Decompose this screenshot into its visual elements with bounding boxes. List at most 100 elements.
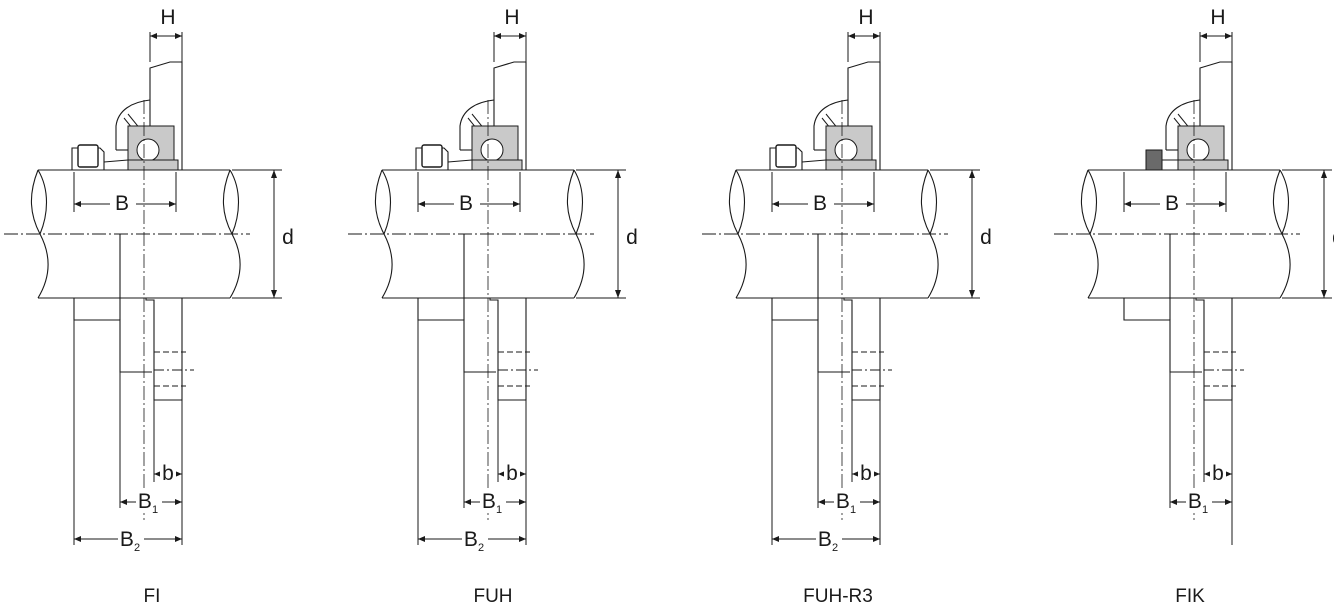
dim-d-arrow-top — [615, 170, 621, 178]
dim-B1-arrow-left — [1170, 499, 1177, 505]
dim-B-arrow-left — [74, 201, 81, 207]
dim-H-arrow-right — [873, 33, 880, 39]
dim-d-arrow-bottom — [615, 290, 621, 298]
dim-b-arrow-right — [175, 471, 182, 477]
dim-H-label: H — [858, 6, 873, 29]
dim-b-arrow-left — [498, 471, 505, 477]
dim-b-label-gap — [1210, 462, 1226, 482]
bearing-ball — [480, 138, 504, 162]
dim-b-label-gap — [504, 462, 520, 482]
set-screw-block — [77, 144, 99, 168]
bearing-ball — [1186, 138, 1210, 162]
shaft-right-break-inner — [573, 169, 583, 235]
dim-B2-label-gap — [816, 525, 842, 549]
housing-flange-top — [149, 61, 183, 170]
dim-B-arrow-left — [772, 201, 779, 207]
dim-d-arrow-top — [1321, 170, 1327, 178]
dim-B2-arrow-right — [519, 536, 526, 542]
housing-base-outline — [1123, 298, 1202, 373]
collar-taper — [801, 159, 827, 163]
bearing-ball — [834, 138, 858, 162]
dim-B1-label: B1 — [1188, 490, 1208, 516]
dim-B1-label: B1 — [482, 490, 502, 516]
dim-H-arrow-right — [1225, 33, 1232, 39]
dim-b-label: b — [162, 462, 174, 485]
dim-B-label: B — [1165, 192, 1179, 215]
dim-H-label: H — [504, 6, 519, 29]
housing-shoulder-top — [459, 99, 495, 150]
dim-b-label-gap — [160, 462, 176, 482]
bearing-ball — [136, 138, 160, 162]
shaft-right-break-inner — [927, 169, 937, 235]
housing-shoulder-top — [1165, 99, 1201, 150]
dim-B1-arrow-left — [818, 499, 825, 505]
dim-b-label-gap — [858, 462, 874, 482]
dim-B-label-gap — [1160, 190, 1186, 212]
dim-B1-label: B1 — [138, 490, 158, 516]
dim-b-label: b — [506, 462, 518, 485]
housing-flange-bottom — [843, 298, 881, 401]
unit-caption-fuh-r3: FUH-R3 — [803, 586, 873, 607]
dim-b-arrow-right — [1225, 471, 1232, 477]
unit-caption-fik: FIK — [1175, 586, 1205, 607]
housing-flange-top — [847, 61, 881, 170]
bearing-units-drawing: HBdbB1B2HBdbB1B2HBdbB1B2HBdbB1 — [4, 6, 1334, 554]
dim-b-arrow-left — [154, 471, 161, 477]
dim-B1-arrow-right — [175, 499, 182, 505]
dim-B1-arrow-right — [519, 499, 526, 505]
dim-B1-label-gap — [834, 488, 860, 512]
dim-B2-label: B2 — [818, 528, 838, 554]
dim-b-label: b — [860, 462, 872, 485]
dim-B1-label: B1 — [836, 490, 856, 516]
housing-flange-top — [1199, 61, 1233, 170]
dim-B2-label: B2 — [464, 528, 484, 554]
housing-flange-top — [493, 61, 527, 170]
dim-H-arrow-left — [848, 33, 855, 39]
dim-b-arrow-right — [873, 471, 880, 477]
set-screw-block — [421, 144, 443, 168]
dim-B1-label-gap — [480, 488, 506, 512]
housing-flange-bottom — [489, 298, 527, 401]
dim-H-arrow-left — [1200, 33, 1207, 39]
dim-d-arrow-bottom — [271, 290, 277, 298]
dim-H-arrow-right — [519, 33, 526, 39]
dim-B-label: B — [115, 192, 129, 215]
dim-B1-arrow-left — [120, 499, 127, 505]
dim-B-arrow-right — [513, 201, 520, 207]
dim-B-label-gap — [454, 190, 480, 212]
housing-base-outline — [417, 298, 496, 373]
dim-d-label: d — [626, 226, 638, 249]
housing-base-outline — [73, 298, 152, 373]
unit-caption-fuh: FUH — [473, 586, 513, 607]
dim-B2-arrow-left — [772, 536, 779, 542]
dim-B-arrow-left — [1124, 201, 1131, 207]
dim-B-arrow-right — [867, 201, 874, 207]
shaft-left-break-inner — [735, 169, 745, 235]
dim-b-arrow-left — [1204, 471, 1211, 477]
dim-B2-arrow-left — [418, 536, 425, 542]
dim-B2-arrow-right — [873, 536, 880, 542]
dim-B-label-gap — [808, 190, 834, 212]
dim-B2-arrow-left — [74, 536, 81, 542]
dim-B-label-gap — [110, 190, 136, 212]
dim-B2-label-gap — [462, 525, 488, 549]
dim-b-arrow-right — [519, 471, 526, 477]
dim-B1-arrow-right — [1225, 499, 1232, 505]
housing-flange-bottom — [1195, 298, 1233, 401]
bearing-inner-ring — [471, 159, 523, 171]
dim-d-label: d — [282, 226, 294, 249]
bearing-inner-ring — [825, 159, 877, 171]
housing-flange-bottom — [145, 298, 183, 401]
dim-B-arrow-left — [418, 201, 425, 207]
dim-B1-label-gap — [1186, 488, 1212, 512]
dim-B-arrow-right — [169, 201, 176, 207]
dim-B1-arrow-left — [464, 499, 471, 505]
dim-d-arrow-bottom — [969, 290, 975, 298]
housing-shoulder-top — [813, 99, 849, 150]
dim-H-arrow-left — [494, 33, 501, 39]
dim-B1-label-gap — [136, 488, 162, 512]
adapter-sleeve-nut — [1145, 149, 1163, 171]
